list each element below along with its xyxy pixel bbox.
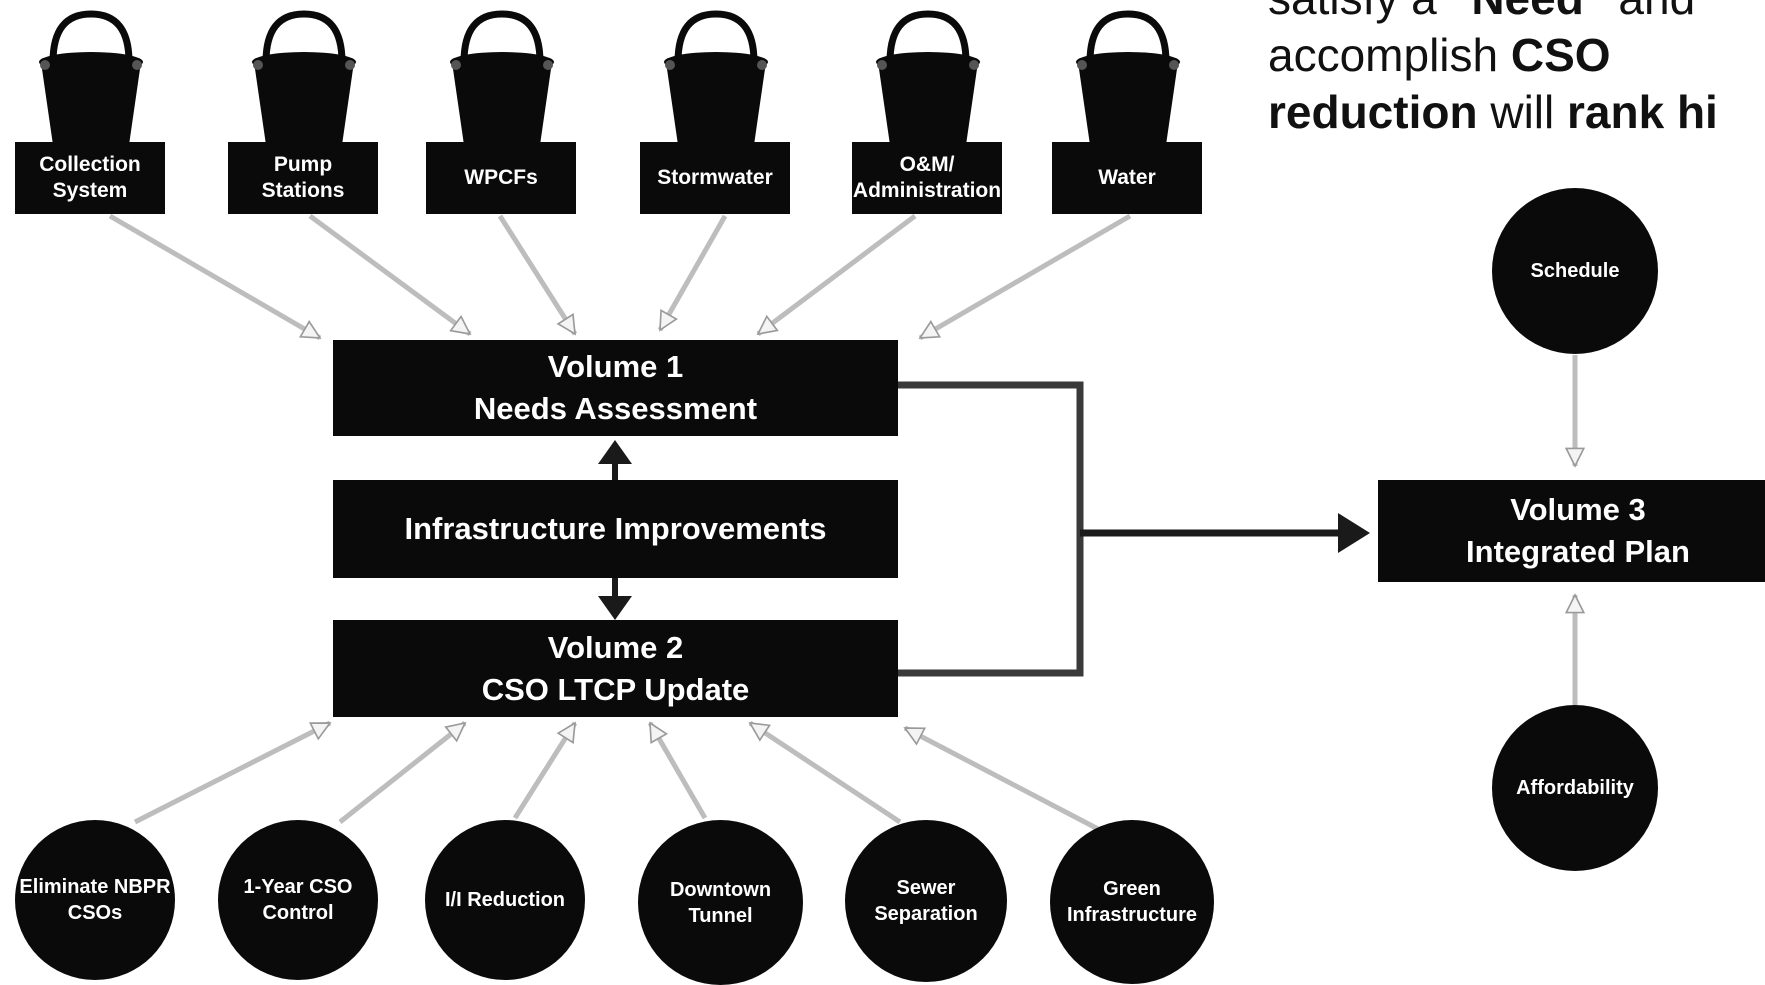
bracket-to-volume3-arrowhead: [1338, 513, 1370, 553]
bucket-icon: [252, 10, 356, 145]
bracket-connector: [898, 381, 1084, 677]
arrow-pump-to-volume1: [308, 213, 472, 337]
arrow-ii-to-volume2: [512, 721, 578, 820]
volume3-box: Volume 3 Integrated Plan: [1378, 480, 1765, 582]
circle-downtown-tunnel: Downtown Tunnel: [638, 820, 803, 985]
arrow-nbpr-to-volume2: [133, 720, 332, 825]
bucket-wpcfs: WPCFs: [426, 0, 576, 214]
circle-schedule-label: Schedule: [1530, 260, 1620, 282]
arrow-stormwater-to-volume1: [657, 214, 728, 332]
circle-affordability: Affordability: [1492, 705, 1658, 871]
bucket-label: Pump Stations: [228, 142, 378, 214]
bucket-pump-stations: Pump Stations: [228, 0, 378, 214]
circle-ii-reduction: I/I Reduction: [425, 820, 585, 980]
arrow-green-to-volume2: [903, 725, 1102, 833]
volume3-title: Volume 3: [1510, 492, 1646, 527]
arrow-1year-to-volume2: [338, 721, 467, 824]
arrow-separation-to-volume2: [748, 720, 902, 825]
arrow-tunnel-to-volume2: [647, 721, 708, 820]
bucket-water: Water: [1052, 0, 1202, 214]
circle-green-infrastructure: Green Infrastructure: [1050, 820, 1214, 984]
circle-label: 1-Year CSO Control: [243, 876, 353, 924]
bucket-stormwater: Stormwater: [640, 0, 790, 214]
bucket-icon: [450, 10, 554, 145]
bucket-label: WPCFs: [426, 142, 576, 214]
volume3-subtitle: Integrated Plan: [1466, 534, 1690, 569]
bucket-icon: [1076, 10, 1180, 145]
arrow-wpcf-to-volume1: [497, 214, 578, 336]
note-line-1: satisfy a "Need" and: [1268, 0, 1765, 27]
volume2-subtitle: CSO LTCP Update: [481, 671, 750, 707]
note-line-2: accomplish CSO: [1268, 29, 1611, 81]
arrow-infra-to-volume1-head: [598, 440, 632, 464]
infrastructure-label: Infrastructure Improvements: [404, 511, 827, 546]
arrow-infra-to-volume2-head: [598, 596, 632, 620]
bucket-label: Collection System: [15, 142, 165, 214]
arrow-water-to-volume1: [918, 213, 1132, 341]
circle-label: Eliminate NBPR CSOs: [19, 876, 171, 924]
volume2-box: Volume 2 CSO LTCP Update: [333, 620, 898, 717]
circle-label: Downtown Tunnel: [669, 878, 772, 927]
volume1-box: Volume 1 Needs Assessment: [333, 340, 898, 436]
volume1-subtitle: Needs Assessment: [473, 391, 758, 426]
circle-affordability-label: Affordability: [1516, 777, 1634, 799]
circle-label: Sewer Separation: [874, 877, 978, 925]
volume2-title: Volume 2: [547, 629, 684, 665]
bucket-icon: [39, 10, 143, 145]
circle-sewer-separation: Sewer Separation: [845, 820, 1007, 982]
circle-label: I/I Reduction: [445, 889, 565, 911]
arrow-collection-to-volume1: [108, 213, 322, 341]
circle-1-year-cso-control: 1-Year CSO Control: [218, 820, 378, 980]
bucket-icon: [664, 10, 768, 145]
bucket-label: O&M/ Administration: [852, 142, 1002, 214]
note-text: satisfy a "Need" and accomplish CSO redu…: [1268, 0, 1765, 145]
arrow-om-to-volume1: [756, 214, 917, 336]
bucket-label: Water: [1052, 142, 1202, 214]
circle-label: Green Infrastructure: [1066, 878, 1198, 926]
circle-eliminate-nbpr-csos: Eliminate NBPR CSOs: [15, 820, 175, 980]
bucket-om-administration: O&M/ Administration: [852, 0, 1002, 214]
bucket-label: Stormwater: [640, 142, 790, 214]
circle-schedule: Schedule: [1492, 188, 1658, 354]
bucket-icon: [876, 10, 980, 145]
infrastructure-improvements-box: Infrastructure Improvements: [333, 480, 898, 578]
note-line-3: reduction will rank hi: [1268, 86, 1718, 138]
volume1-title: Volume 1: [547, 349, 684, 384]
bucket-collection-system: Collection System: [15, 0, 165, 214]
